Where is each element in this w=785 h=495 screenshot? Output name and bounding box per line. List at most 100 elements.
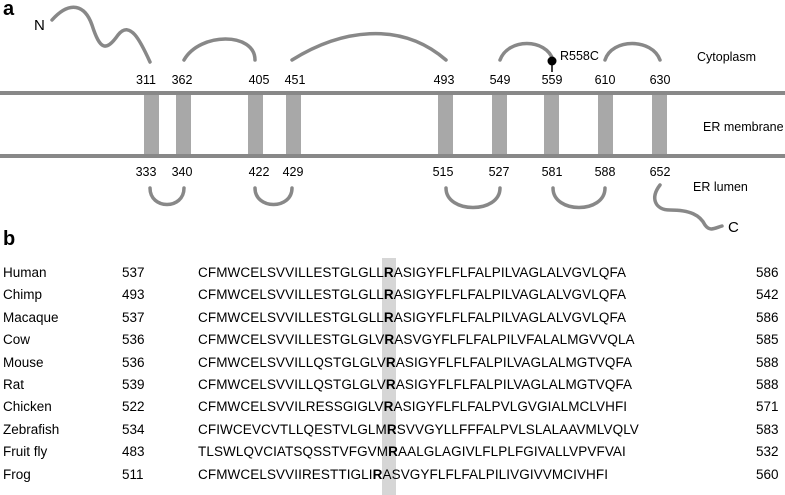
alignment-row: Chicken 522 CFMWCELSVVILRESSGIGLVRASIGYF… (0, 396, 785, 417)
sequence-before: CFMWCELSVVILLESTGLGLV (198, 332, 385, 348)
lumenal-loop (444, 186, 502, 210)
sequence-after: ASIGYFLFLFALPILVAGLALVGVLQFA (393, 265, 627, 280)
tm-helix (492, 95, 507, 154)
position-label: 362 (172, 73, 193, 87)
start-position: 536 (122, 332, 145, 348)
species-name: Macaque (3, 309, 59, 325)
start-position: 539 (122, 377, 145, 392)
position-label: 405 (249, 73, 270, 87)
sequence-after: AALGLAGIVLFLPLFGIVALLVPVFVAI (397, 444, 626, 460)
sequence: CFMWCELSVVILLESTGLGLLRASIGYFLFLFALPILVAG… (198, 307, 626, 328)
position-label: 559 (542, 73, 563, 87)
position-label: 429 (283, 165, 304, 179)
sequence: CFMWCELSVVILLESTGLGLVRASVGYFLFLFALPILVFA… (198, 329, 635, 350)
position-label: 630 (650, 73, 671, 87)
start-position: 483 (122, 444, 145, 460)
tm-helix (144, 95, 159, 154)
species-name: Zebrafish (3, 421, 60, 437)
conserved-residue: R (388, 444, 398, 460)
n-terminus-label: N (34, 17, 45, 34)
sequence-before: CFMWCELSVVILLESTGLGLL (198, 287, 384, 303)
position-label: 515 (433, 165, 454, 179)
sequence: CFMWCELSVVILLESTGLGLLRASIGYFLFLFALPILVAG… (198, 284, 626, 305)
position-label: 588 (595, 165, 616, 179)
sequence-after: ASVGYFLFLFALPILIVGIVVMCIVHFI (382, 466, 609, 482)
sequence-before: CFMWCELSVVILLQSTGLGLV (198, 354, 386, 370)
c-terminal-tail (653, 183, 724, 231)
sequence-after: SVVGYLLFFFALPVLSLALAAVMLVQLV (396, 421, 639, 437)
panel-a-label: a (3, 0, 15, 20)
species-name: Mouse (3, 354, 44, 370)
alignment-row: Zebrafish 534 CFIWCEVCVTLLQESTVLGLMRSVVG… (0, 419, 785, 440)
species-name: Frog (3, 466, 31, 482)
sequence-before: CFMWCELSVVILLQSTGLGLV (198, 377, 386, 392)
position-label: 652 (650, 165, 671, 179)
position-label: 340 (172, 165, 193, 179)
conserved-residue: R (383, 287, 394, 303)
top-positions: 311 362 405 451 493 549 559 610 630 (136, 73, 670, 87)
sequence: CFMWCELSVVILLQSTGLGLVRASIGYFLFLFALPILVAG… (198, 374, 632, 395)
cytoplasmic-loop (290, 32, 448, 62)
sequence: CFMWCELSVVILLESTGLGLLRASIGYFLFLFALPILVAG… (198, 262, 626, 283)
start-position: 522 (122, 399, 145, 415)
position-label: 311 (136, 73, 156, 87)
n-terminal-tail (50, 5, 152, 64)
conserved-residue: R (385, 354, 396, 370)
er-lumen-label: ER lumen (693, 180, 748, 194)
alignment-row: Human 537 CFMWCELSVVILLESTGLGLLRASIGYFLF… (0, 262, 785, 283)
cytoplasmic-loop (182, 37, 257, 62)
position-label: 333 (136, 165, 157, 179)
start-position: 493 (122, 287, 145, 303)
topology-diagram: R558C N C Cytoplasm ER membrane ER lumen… (0, 5, 785, 236)
sequence-after: ASIGYFLFLFALPILVAGLALMGTVQFA (395, 377, 633, 392)
loops (50, 5, 724, 231)
species-name: Chicken (3, 399, 52, 415)
end-position: 588 (756, 354, 779, 370)
end-position: 585 (756, 332, 779, 348)
end-position: 532 (756, 444, 779, 460)
cytoplasmic-loop (603, 41, 662, 62)
alignment-row: Macaque 537 CFMWCELSVVILLESTGLGLLRASIGYF… (0, 307, 785, 328)
sequence: CFMWCELSVVILLQSTGLGLVRASIGYFLFLFALPILVAG… (198, 352, 632, 373)
sequence-before: CFMWCELSVVILRESSGIGLV (198, 399, 384, 415)
lumenal-loop (551, 186, 607, 210)
position-label: 549 (490, 73, 511, 87)
end-position: 583 (756, 421, 779, 437)
lumenal-loop (253, 186, 294, 207)
position-label: 422 (249, 165, 270, 179)
sequence: CFMWCELSVVILRESSGIGLVRASIGYFLFLFALPVLGVG… (198, 396, 627, 417)
tm-helix (248, 95, 263, 154)
alignment-row: Chimp 493 CFMWCELSVVILLESTGLGLLRASIGYFLF… (0, 284, 785, 305)
tm-helix (598, 95, 613, 154)
position-label: 581 (542, 165, 563, 179)
transmembrane-helices (144, 95, 667, 154)
conserved-residue-highlight (381, 258, 396, 495)
tm-helix (652, 95, 667, 154)
position-label: 451 (285, 73, 306, 87)
end-position: 542 (756, 287, 779, 303)
sequence: CFMWCELSVVIIRESTTIGLIRASVGYFLFLFALPILIVG… (198, 464, 608, 485)
conserved-residue: R (385, 377, 396, 392)
start-position: 536 (122, 354, 145, 370)
sequence: CFIWCEVCVTLLQESTVLGLMRSVVGYLLFFFALPVLSLA… (198, 419, 639, 440)
c-terminus-label: C (728, 219, 739, 236)
conserved-residue: R (372, 466, 383, 482)
alignment-row: Frog 511 CFMWCELSVVIIRESTTIGLIRASVGYFLFL… (0, 464, 785, 485)
start-position: 511 (122, 466, 144, 482)
sequence-after: ASIGYFLFLFALPILVAGLALVGVLQFA (393, 287, 627, 303)
alignment-row: Cow 536 CFMWCELSVVILLESTGLGLVRASVGYFLFLF… (0, 329, 785, 350)
end-position: 571 (756, 399, 779, 415)
alignment-row: Mouse 536 CFMWCELSVVILLQSTGLGLVRASIGYFLF… (0, 352, 785, 373)
conserved-residue: R (383, 265, 394, 280)
position-label: 610 (595, 73, 616, 87)
alignment-row: Fruit fly 483 TLSWLQVCIATSQSSTVFGVMRAALG… (0, 441, 785, 462)
end-position: 586 (756, 265, 779, 280)
sequence-before: CFMWCELSVVILLESTGLGLL (198, 309, 384, 325)
position-label: 527 (489, 165, 510, 179)
sequence-before: CFIWCEVCVTLLQESTVLGLM (198, 421, 387, 437)
sequence-after: ASIGYFLFLFALPILVAGLALVGVLQFA (393, 309, 627, 325)
sequence: TLSWLQVCIATSQSSTVFGVMRAALGLAGIVLFLPLFGIV… (198, 441, 626, 462)
mutation-dot (547, 56, 557, 66)
start-position: 537 (122, 265, 145, 280)
conserved-residue: R (383, 309, 394, 325)
